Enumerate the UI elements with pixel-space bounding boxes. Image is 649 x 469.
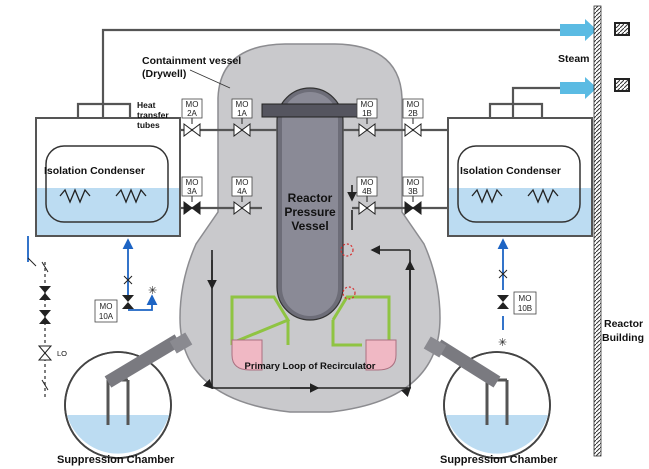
isolation-condenser-left <box>35 102 181 237</box>
suppression-chamber-left-label: Suppression Chamber <box>57 454 175 466</box>
drywell-label: (Drywell) <box>142 68 186 80</box>
valve-10b[interactable] <box>497 295 509 309</box>
valve-4a-tag-top: MO <box>236 178 249 187</box>
valve-2a-tag-id: 2A <box>187 109 197 118</box>
suppression-chamber-right-label: Suppression Chamber <box>440 454 558 466</box>
asterisk-icon: ✳ <box>148 284 157 297</box>
valve-3a-tag-id: 3A <box>187 187 197 196</box>
reactor-building-label-2: Building <box>602 332 644 344</box>
valve-1b[interactable] <box>358 123 376 137</box>
reactor-building-label-1: Reactor <box>604 318 643 330</box>
penetration-marker-upper <box>340 243 354 257</box>
valve-2b-tag-id: 2B <box>408 109 418 118</box>
valve-4b-tag-id: 4B <box>362 187 372 196</box>
valve-3b[interactable] <box>404 201 422 215</box>
valve-2b[interactable] <box>404 123 422 137</box>
valve-3a-tag-top: MO <box>186 178 199 187</box>
reactor-pressure-vessel <box>261 87 359 321</box>
valve-1a-tag-id: 1A <box>237 109 247 118</box>
left-drain-valves <box>37 261 53 400</box>
valve-2b-tag-top: MO <box>407 100 420 109</box>
valve-2a-tag-top: MO <box>186 100 199 109</box>
valve-4b[interactable] <box>358 201 376 215</box>
asterisk-icon: ✳ <box>498 336 507 349</box>
valve-2a[interactable] <box>183 123 201 137</box>
valve-1b-tag-id: 1B <box>362 109 372 118</box>
suppression-chamber-left <box>64 332 193 459</box>
penetration-marker-lower <box>342 286 356 300</box>
heat-transfer-tubes-label-2: transfer <box>137 110 169 120</box>
containment-vessel-label: Containment vessel <box>142 55 241 67</box>
isolation-condenser-right-label: Isolation Condenser <box>460 165 561 177</box>
recirculator-label: Primary Loop of Recirculator <box>245 361 376 372</box>
heat-transfer-tubes-label-3: tubes <box>137 120 160 130</box>
valve-1a[interactable] <box>233 123 251 137</box>
valve-10a-tag-id: 10A <box>99 312 114 321</box>
valve-1b-tag-top: MO <box>361 100 374 109</box>
valve-4a[interactable] <box>233 201 251 215</box>
isolation-condenser-left-label: Isolation Condenser <box>44 165 145 177</box>
valve-10a-tag-top: MO <box>100 302 113 311</box>
valve-3a[interactable] <box>183 201 201 215</box>
suppression-chamber-right <box>423 336 551 459</box>
valve-1a-tag-top: MO <box>236 100 249 109</box>
rpv-label-3: Vessel <box>291 219 328 233</box>
steam-label: Steam <box>558 53 590 65</box>
reactor-building-wall <box>593 5 602 457</box>
valve-10a[interactable] <box>122 295 134 309</box>
valve-10b-tag-top: MO <box>519 294 532 303</box>
valve-10b-tag-id: 10B <box>518 304 532 313</box>
valve-3b-tag-id: 3B <box>408 187 418 196</box>
valve-3b-tag-top: MO <box>407 178 420 187</box>
isolation-condenser-right <box>447 102 593 237</box>
recirculation-pump-right <box>365 339 397 371</box>
heat-transfer-tubes-label-1: Heat <box>137 100 156 110</box>
rpv-label-2: Pressure <box>284 205 336 219</box>
lo-label: LO <box>57 349 67 358</box>
steam-arrow-mid <box>560 77 597 99</box>
valve-4a-tag-id: 4A <box>237 187 247 196</box>
valve-4b-tag-top: MO <box>361 178 374 187</box>
rpv-label-1: Reactor <box>288 191 333 205</box>
steam-arrow-top <box>560 19 597 41</box>
recirculation-pump-left <box>231 339 263 371</box>
